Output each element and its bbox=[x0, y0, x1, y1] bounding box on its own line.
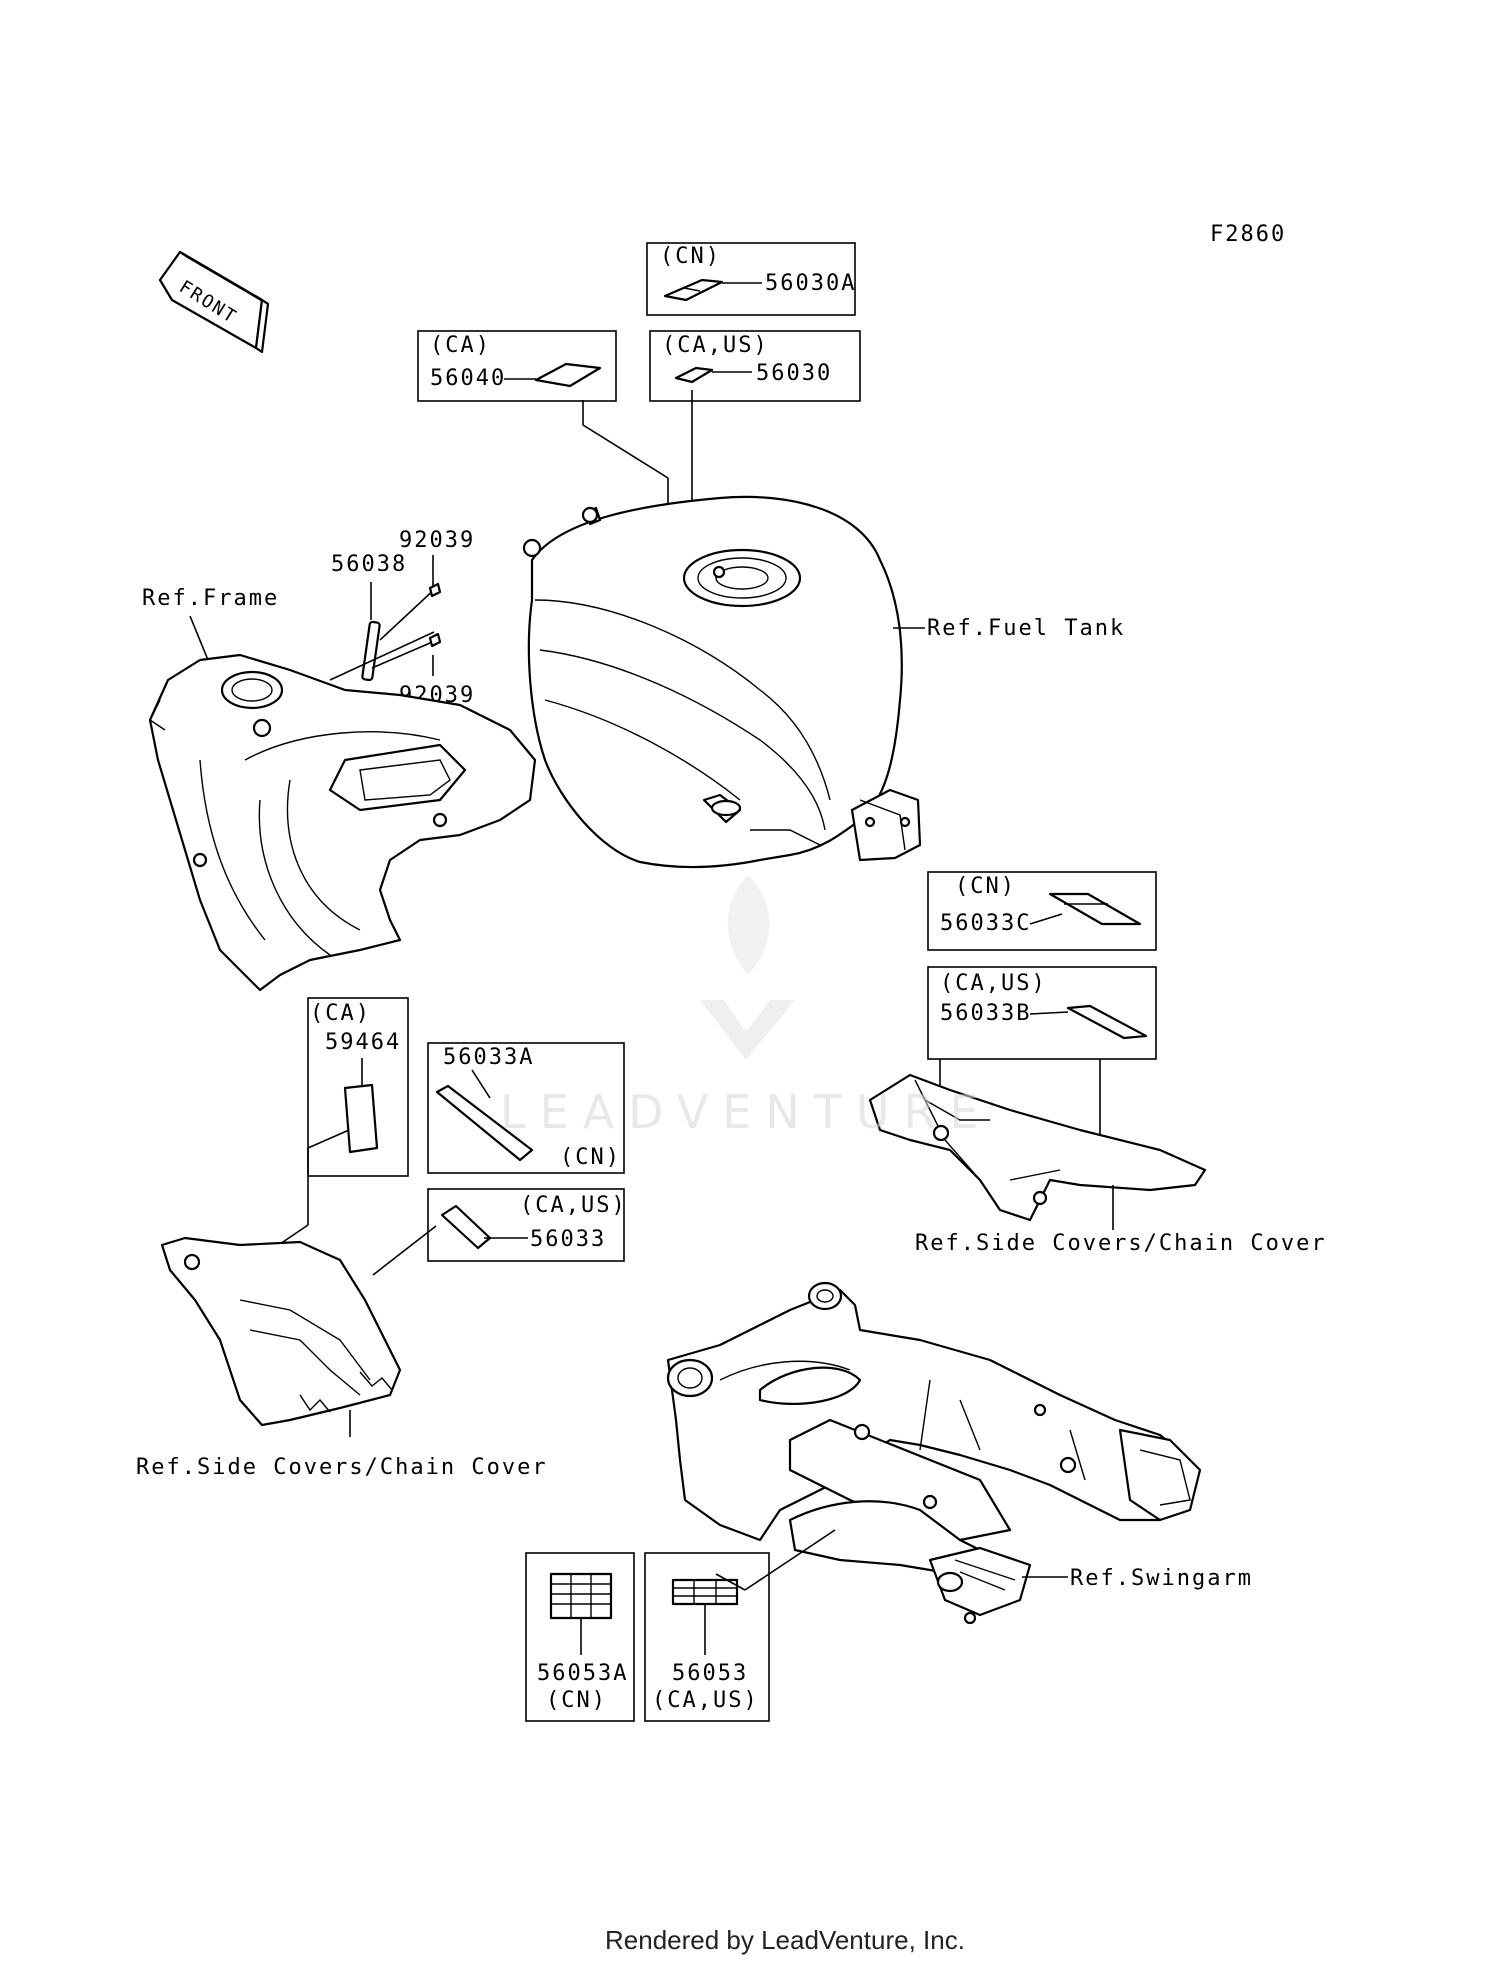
ref-side-covers-left[interactable]: Ref.Side Covers/Chain Cover bbox=[136, 1455, 548, 1480]
svg-text:56033: 56033 bbox=[530, 1227, 606, 1252]
svg-text:(CA,US): (CA,US) bbox=[520, 1193, 627, 1218]
svg-text:56033B: 56033B bbox=[940, 1001, 1031, 1026]
callout-caus-56033[interactable]: (CA,US) 56033 bbox=[427, 1188, 627, 1262]
ref-frame[interactable]: Ref.Frame bbox=[142, 586, 279, 611]
callout-ca-59464[interactable]: (CA) 59464 bbox=[307, 997, 409, 1177]
callout-caus-56033b[interactable]: (CA,US) 56033B bbox=[927, 966, 1157, 1060]
callout-cn-56053a[interactable]: 56053A (CN) bbox=[525, 1552, 635, 1722]
leadventure-watermark: LEADVENTURE bbox=[500, 875, 993, 1139]
svg-text:56053A: 56053A bbox=[537, 1661, 628, 1686]
svg-text:(CA,US): (CA,US) bbox=[940, 971, 1047, 996]
callout-caus-56053[interactable]: 56053 (CA,US) bbox=[644, 1552, 770, 1722]
ref-fuel-tank[interactable]: Ref.Fuel Tank bbox=[927, 616, 1125, 641]
svg-text:LEADVENTURE: LEADVENTURE bbox=[500, 1085, 993, 1139]
front-arrow-icon: FRONT bbox=[158, 250, 270, 354]
svg-text:(CA,US): (CA,US) bbox=[652, 1688, 759, 1713]
svg-text:(CA): (CA) bbox=[430, 333, 491, 358]
svg-text:(CA): (CA) bbox=[310, 1001, 371, 1026]
side-cover-illustration bbox=[160, 1236, 402, 1427]
svg-text:56033A: 56033A bbox=[443, 1045, 534, 1070]
footer-credit: Rendered by LeadVenture, Inc. bbox=[605, 1925, 965, 1955]
svg-text:56033C: 56033C bbox=[940, 911, 1031, 936]
callout-cn-56033c[interactable]: (CN) 56033C bbox=[927, 871, 1157, 951]
ref-swingarm[interactable]: Ref.Swingarm bbox=[1070, 1566, 1253, 1591]
svg-text:(CA,US): (CA,US) bbox=[662, 333, 769, 358]
diagram-code: F2860 bbox=[1210, 222, 1286, 247]
svg-text:56030A: 56030A bbox=[765, 271, 856, 296]
svg-text:(CN): (CN) bbox=[955, 874, 1016, 899]
svg-text:(CN): (CN) bbox=[560, 1145, 621, 1170]
callout-cn-56030a[interactable]: (CN) 56030A bbox=[646, 242, 856, 316]
svg-text:(CN): (CN) bbox=[546, 1688, 607, 1713]
svg-text:56053: 56053 bbox=[672, 1661, 748, 1686]
plate-56038 bbox=[329, 555, 442, 682]
part-56038[interactable]: 56038 bbox=[331, 552, 407, 577]
callout-ca-56040[interactable]: (CA) 56040 bbox=[417, 330, 617, 402]
callout-caus-56030[interactable]: (CA,US) 56030 bbox=[649, 330, 861, 402]
svg-text:59464: 59464 bbox=[325, 1030, 401, 1055]
callout-cn-56033a[interactable]: 56033A (CN) bbox=[427, 1042, 625, 1174]
chain-cover-illustration bbox=[868, 1073, 1207, 1222]
svg-text:56040: 56040 bbox=[430, 366, 506, 391]
svg-text:(CN): (CN) bbox=[660, 244, 721, 269]
fuel-tank-illustration bbox=[522, 495, 922, 869]
frame-illustration bbox=[148, 653, 537, 992]
svg-text:56030: 56030 bbox=[756, 361, 832, 386]
part-92039-top[interactable]: 92039 bbox=[399, 528, 475, 553]
ref-side-covers-right[interactable]: Ref.Side Covers/Chain Cover bbox=[915, 1231, 1327, 1256]
swingarm-illustration bbox=[666, 1281, 1202, 1625]
